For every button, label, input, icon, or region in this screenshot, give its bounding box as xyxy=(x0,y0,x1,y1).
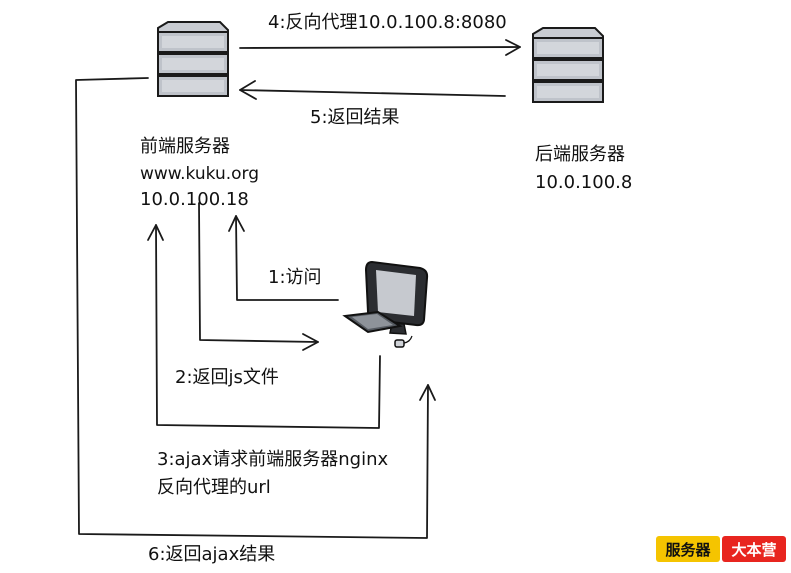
watermark-badge-right: 大本营 xyxy=(722,536,786,562)
front-server-icon xyxy=(157,21,229,97)
step3-label-line2: 反向代理的url xyxy=(157,477,271,498)
watermark-badge-left: 服务器 xyxy=(656,536,720,562)
arrow-step2-head xyxy=(302,333,319,351)
step3-label-line1: 3:ajax请求前端服务器nginx xyxy=(157,449,388,470)
back-server-ip: 10.0.100.8 xyxy=(535,172,632,193)
step6-label: 6:返回ajax结果 xyxy=(148,544,275,565)
step5-label: 5:返回结果 xyxy=(310,107,400,128)
arrow-step3 xyxy=(155,224,381,429)
arrow-step6-head xyxy=(419,384,436,401)
front-server-title: 前端服务器 xyxy=(140,136,230,157)
arrow-step5-head xyxy=(239,80,257,100)
arrow-step6 xyxy=(75,77,429,539)
arrow-step3-head xyxy=(147,224,164,241)
arrow-step1-head xyxy=(228,215,245,232)
step1-label: 1:访问 xyxy=(268,267,322,288)
arrow-step4 xyxy=(239,46,521,49)
computer-icon xyxy=(342,260,429,348)
back-server-title: 后端服务器 xyxy=(535,144,625,165)
step2-label: 2:返回js文件 xyxy=(175,367,279,388)
back-server-icon xyxy=(532,27,604,103)
front-server-domain: www.kuku.org xyxy=(140,164,259,184)
front-server-ip: 10.0.100.18 xyxy=(140,189,249,210)
step4-label: 4:反向代理10.0.100.8:8080 xyxy=(268,12,507,33)
arrow-step5 xyxy=(239,89,506,97)
arrow-step1 xyxy=(235,215,339,301)
arrow-step2 xyxy=(198,202,319,343)
arrow-step4-head xyxy=(505,39,521,56)
